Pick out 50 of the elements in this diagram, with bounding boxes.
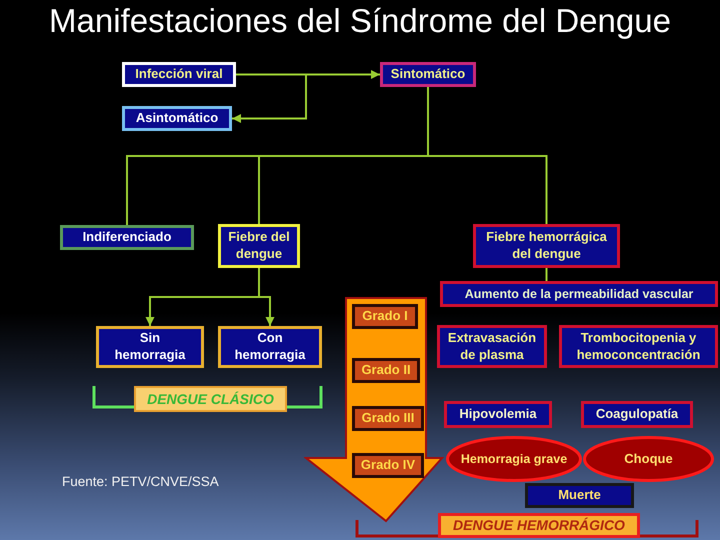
- node-label: Infección viral: [135, 66, 223, 83]
- process-box: [122, 106, 232, 131]
- node-label: Sin hemorragia: [114, 330, 186, 364]
- node-label: Sintomático: [390, 66, 466, 83]
- process-box: [60, 225, 194, 250]
- node-label: DENGUE CLÁSICO: [147, 390, 274, 408]
- grade-box: [352, 453, 424, 478]
- node-label: Grado II: [361, 362, 411, 379]
- title: Manifestaciones del Síndrome del Dengue: [49, 2, 671, 40]
- connector-line: [546, 268, 548, 281]
- node-label: Hipovolemia: [459, 406, 537, 423]
- process-box: [218, 224, 300, 268]
- grade-box: [352, 358, 420, 383]
- node-label: Aumento de la permeabilidad vascular: [464, 286, 694, 302]
- node-label: Muerte: [558, 487, 601, 504]
- node-label: Extravasación de plasma: [446, 330, 538, 364]
- outcome-ellipse: [446, 436, 582, 482]
- process-box: [380, 62, 476, 87]
- category-banner: [438, 513, 640, 538]
- node-label: Coagulopatía: [596, 406, 678, 423]
- node-label: Choque: [624, 450, 673, 468]
- node-label: DENGUE HEMORRÁGICO: [453, 516, 625, 535]
- process-box: [218, 326, 322, 368]
- outcome-ellipse: [583, 436, 714, 482]
- process-box: [581, 401, 693, 428]
- process-box: [122, 62, 236, 87]
- source-note: Fuente: PETV/CNVE/SSA: [62, 474, 219, 489]
- connector-arrow: [232, 74, 307, 123]
- process-box: [437, 325, 547, 368]
- connector-arrow: [258, 268, 274, 326]
- node-label: Trombocitopenia y hemoconcentración: [576, 330, 702, 364]
- process-box: [440, 281, 718, 307]
- process-box: [444, 401, 552, 428]
- node-label: Grado III: [362, 410, 414, 427]
- node-label: Asintomático: [136, 110, 218, 127]
- block-arrow: [304, 297, 444, 523]
- node-label: Fiebre hemorrágica del dengue: [485, 229, 608, 263]
- node-label: Con hemorragia: [234, 330, 306, 364]
- node-label: Grado I: [362, 308, 408, 325]
- grade-box: [352, 304, 418, 329]
- process-box: [473, 224, 620, 268]
- node-label: Indiferenciado: [82, 229, 172, 246]
- process-box: [525, 483, 634, 508]
- node-label: Grado IV: [360, 457, 416, 474]
- category-banner: [134, 386, 287, 412]
- node-label: Hemorragia grave: [460, 450, 568, 468]
- process-box: [96, 326, 204, 368]
- grade-box: [352, 406, 424, 431]
- node-label: Fiebre del dengue: [227, 229, 291, 263]
- process-box: [559, 325, 718, 368]
